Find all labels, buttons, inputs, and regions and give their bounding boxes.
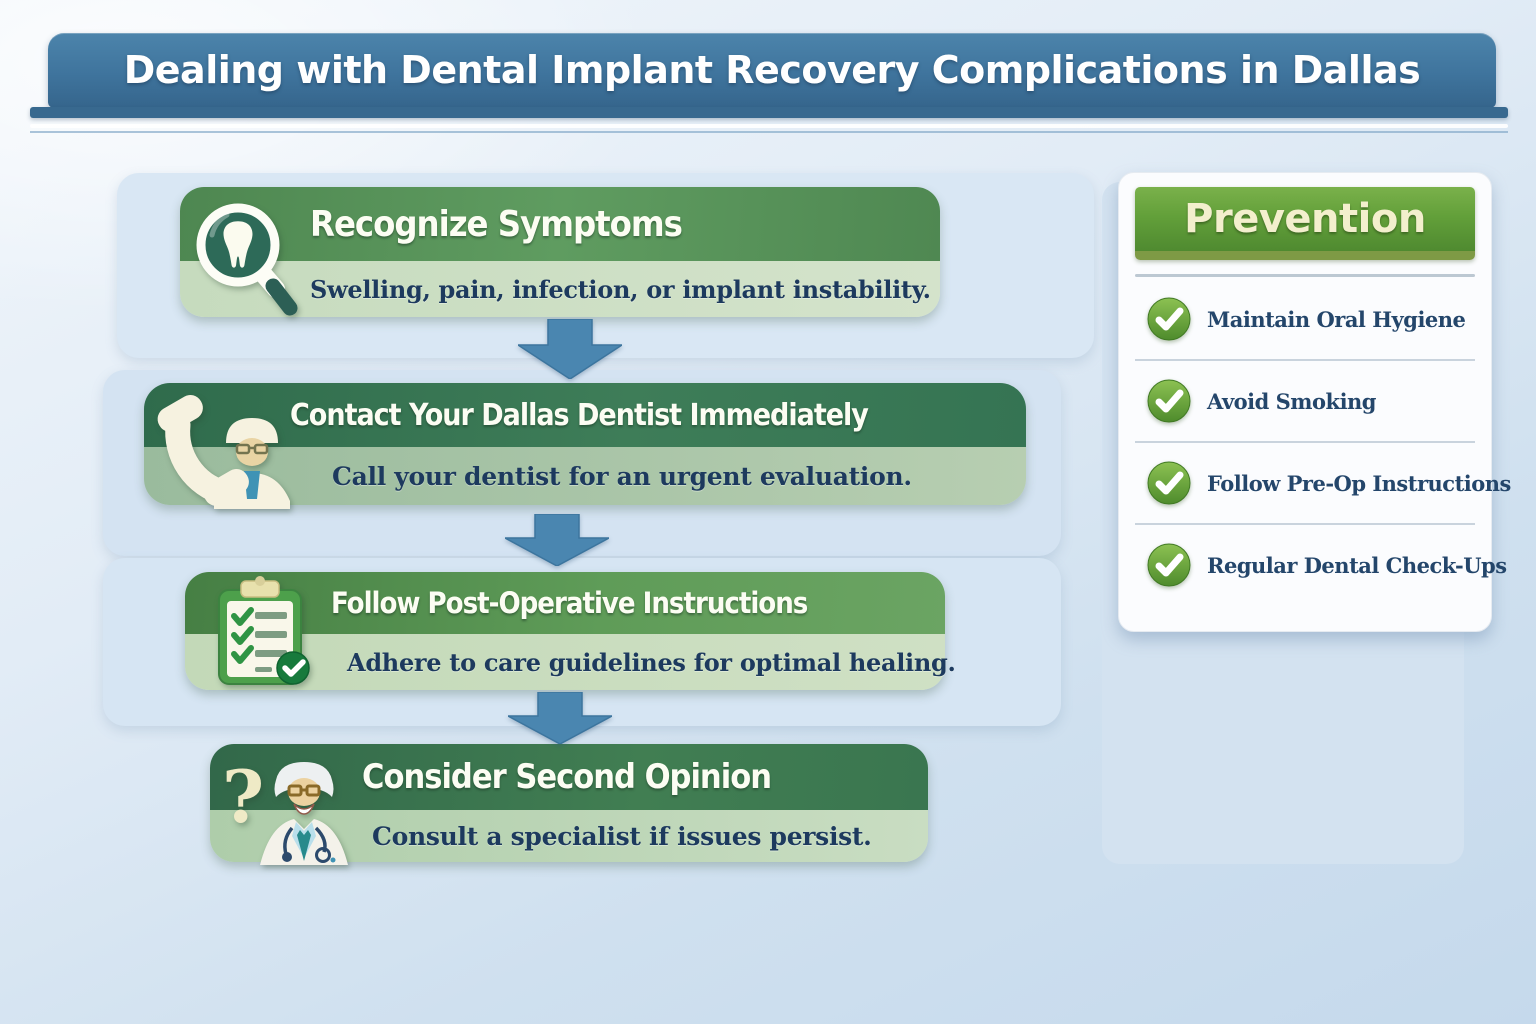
prevention-item-label: Follow Pre-Op Instructions [1207, 470, 1511, 496]
flow-arrow-1 [518, 319, 622, 379]
prevention-list: Maintain Oral Hygiene Avoid Smoking Foll… [1135, 279, 1511, 605]
magnifier-tooth-icon [196, 203, 298, 316]
header-divider-line-blue [30, 131, 1508, 133]
step3-title: Follow Post-Operative Instructions [331, 586, 808, 620]
check-icon [1147, 543, 1191, 587]
step2-title-band: Contact Your Dallas Dentist Immediately [144, 383, 1026, 447]
svg-text:?: ? [222, 754, 264, 839]
step4-subtitle: Consult a specialist if issues persist. [372, 821, 872, 851]
page-title: Dealing with Dental Implant Recovery Com… [123, 48, 1421, 92]
prevention-card: Prevention Maintain Oral Hygiene Avoid S… [1118, 172, 1511, 632]
step2-subtitle-band: Call your dentist for an urgent evaluati… [144, 447, 1026, 505]
step1-subtitle-band: Swelling, pain, infection, or implant in… [180, 261, 940, 317]
list-item: Follow Pre-Op Instructions [1135, 441, 1511, 523]
flow-arrow-2 [505, 514, 609, 566]
step4-title: Consider Second Opinion [362, 757, 772, 797]
prevention-item-label: Maintain Oral Hygiene [1207, 306, 1466, 332]
clipboard-checklist-icon [218, 576, 310, 685]
check-icon [1147, 379, 1191, 423]
header-banner: Dealing with Dental Implant Recovery Com… [48, 33, 1496, 108]
step1-subtitle: Swelling, pain, infection, or implant in… [310, 274, 931, 304]
step3-subtitle: Adhere to care guidelines for optimal he… [347, 647, 956, 677]
step2-subtitle: Call your dentist for an urgent evaluati… [332, 461, 912, 491]
check-icon [1147, 297, 1191, 341]
step3-title-band: Follow Post-Operative Instructions [185, 572, 945, 634]
header-divider-line-light [30, 124, 1508, 128]
step1-title-band: Recognize Symptoms [180, 187, 940, 261]
list-item: Avoid Smoking [1135, 359, 1475, 441]
step-contact-dentist: Contact Your Dallas Dentist Immediately … [144, 383, 1026, 509]
list-item: Regular Dental Check-Ups [1135, 523, 1507, 605]
flow-arrow-3 [508, 692, 612, 744]
step1-title: Recognize Symptoms [310, 203, 683, 245]
header-underline-strip [30, 107, 1508, 118]
step-recognize-symptoms: Recognize Symptoms Swelling, pain, infec… [180, 187, 940, 317]
prevention-header: Prevention [1135, 187, 1475, 260]
prevention-item-label: Regular Dental Check-Ups [1207, 552, 1507, 578]
step-consider-second-opinion: Consider Second Opinion Consult a specia… [210, 744, 928, 865]
phone-dentist-icon [157, 395, 290, 509]
doctor-question-icon: ? [222, 754, 348, 865]
prevention-divider [1135, 274, 1475, 277]
prevention-title: Prevention [1184, 196, 1426, 242]
step-follow-postop-instructions: Follow Post-Operative Instructions Adher… [185, 572, 956, 690]
step3-subtitle-band: Adhere to care guidelines for optimal he… [185, 634, 956, 690]
list-item: Maintain Oral Hygiene [1135, 279, 1475, 359]
step2-title: Contact Your Dallas Dentist Immediately [290, 397, 869, 433]
prevention-item-label: Avoid Smoking [1207, 388, 1377, 414]
check-icon [1147, 461, 1191, 505]
